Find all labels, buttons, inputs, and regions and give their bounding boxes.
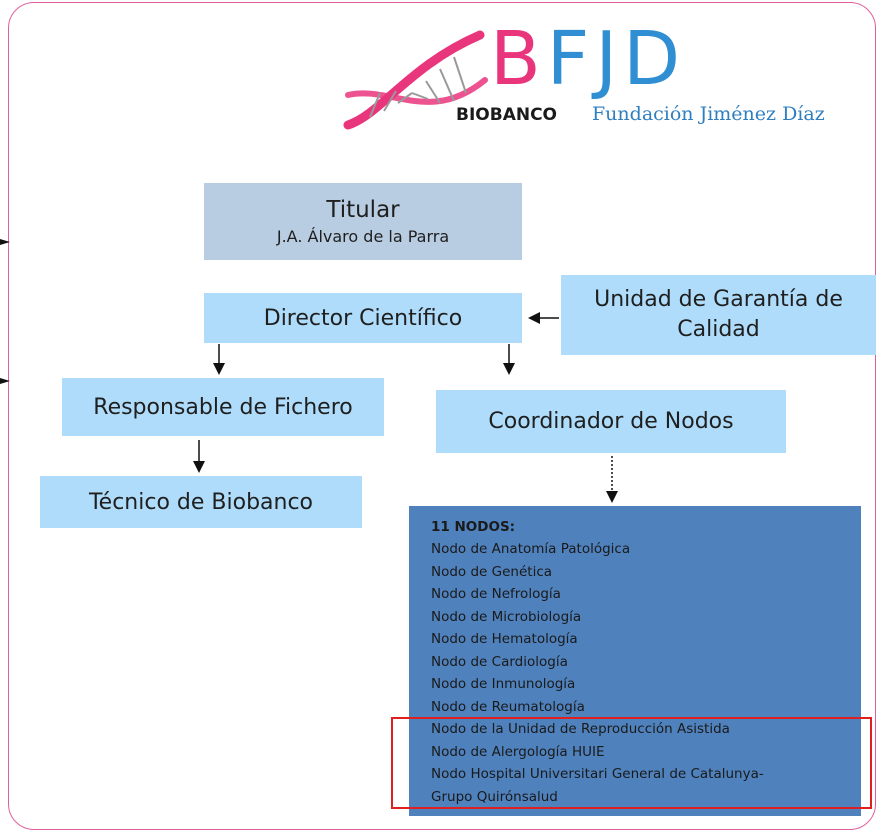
nodo-item: Nodo de Alergología HUIE xyxy=(431,743,605,760)
titular-box: Titular J.A. Álvaro de la Parra xyxy=(204,183,522,260)
logo-letters: BFJD xyxy=(490,19,686,99)
coordinador-box: Coordinador de Nodos xyxy=(436,390,786,453)
nodo-item: Nodo de Microbiología xyxy=(431,608,582,625)
nodo-item: Nodo de Cardiología xyxy=(431,653,568,670)
bfjd-logo: BFJD BIOBANCO Fundación Jiménez Díaz xyxy=(340,19,860,135)
logo-letter-b: B xyxy=(490,16,547,102)
highlight-rectangle xyxy=(391,717,872,809)
nodo-item: Nodo de la Unidad de Reproducción Asisti… xyxy=(431,721,730,737)
nodo-item: Nodo Hospital Universitari General de Ca… xyxy=(431,766,764,782)
logo-letters-fjd: FJD xyxy=(546,16,687,102)
responsable-box: Responsable de Fichero xyxy=(62,378,384,436)
side-arrow-icon xyxy=(0,239,10,245)
nodo-item: Nodo de Genética xyxy=(431,563,553,580)
nodo-item: Nodo de Hematología xyxy=(431,631,578,647)
nodo-item: Grupo Quirónsalud xyxy=(431,788,558,805)
nodos-header: 11 NODOS: xyxy=(431,519,516,535)
director-box: Director Científico xyxy=(204,293,522,343)
nodo-item: Nodo de Anatomía Patológica xyxy=(431,541,631,557)
logo-fundacion-text: Fundación Jiménez Díaz xyxy=(592,103,825,125)
logo-biobanco-text: BIOBANCO xyxy=(456,105,558,125)
dna-helix-icon xyxy=(343,30,488,130)
titular-name: J.A. Álvaro de la Parra xyxy=(276,226,450,246)
side-arrow-icon xyxy=(0,378,10,384)
nodo-item: Nodo de Reumatología xyxy=(431,698,585,715)
tecnico-box: Técnico de Biobanco xyxy=(40,476,362,528)
page-frame xyxy=(8,2,876,830)
nodos-box: 11 NODOS: Nodo de Anatomía Patológica No… xyxy=(409,506,861,816)
nodo-item: Nodo de Nefrología xyxy=(431,586,561,602)
nodo-item: Nodo de Inmunología xyxy=(431,676,576,692)
garantia-box: Unidad de Garantía de Calidad xyxy=(561,275,876,355)
titular-title: Titular xyxy=(326,196,400,223)
